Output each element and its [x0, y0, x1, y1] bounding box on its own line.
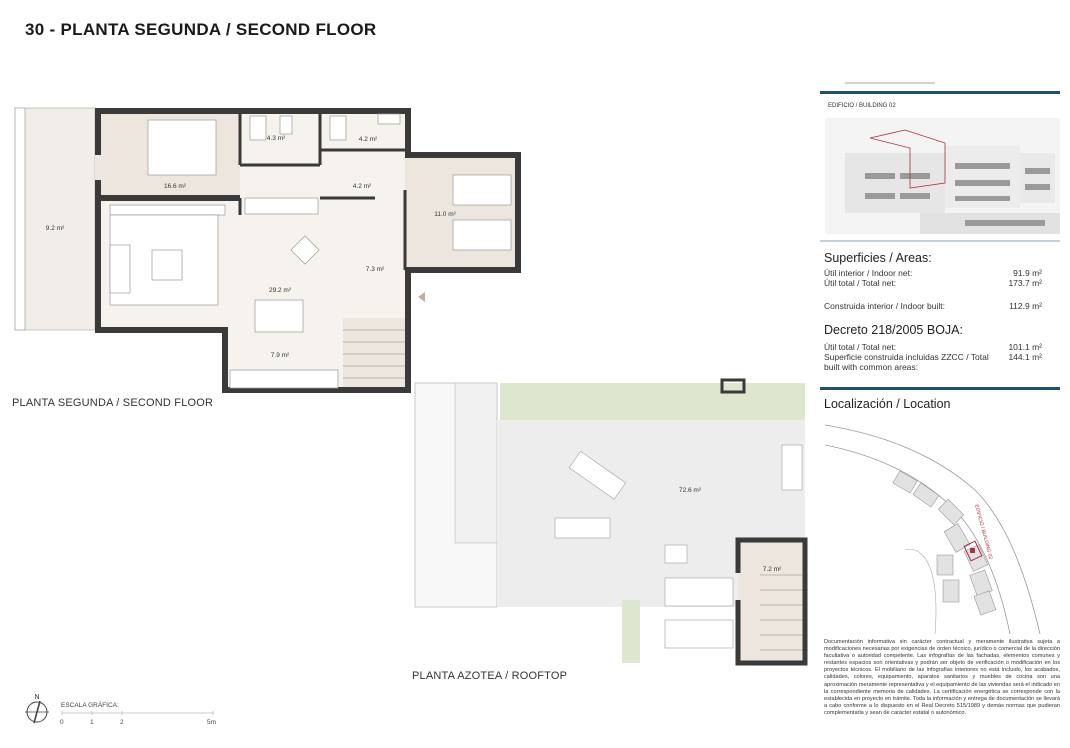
decree-row: Útil total / Total net: 101.1 m² — [824, 342, 1042, 352]
room-area-terrace: 9.2 m² — [46, 225, 65, 232]
areas-title: Superficies / Areas: — [824, 251, 932, 265]
divider — [820, 91, 1060, 94]
decree-value: 144.1 m² — [1008, 352, 1042, 362]
decree-label: Superficie construida incluidas ZZCC / T… — [824, 352, 989, 372]
scale-label: ESCALA GRÁFICA: — [61, 700, 119, 709]
second-floor-plan: 9.2 m² 16.6 m² 4.3 m² 4.2 m² 4.2 m² 11.0… — [14, 107, 521, 393]
entrance-arrow-icon — [418, 292, 425, 302]
terrace-floor — [14, 107, 96, 331]
room-area-bath-1: 4.3 m² — [267, 135, 286, 142]
scale-tick: 1 — [90, 719, 94, 726]
north-label: N — [34, 694, 39, 701]
location-map: EDIFICIO / BUILDING 02 — [825, 420, 1060, 634]
area-value: 112.9 m² — [1009, 301, 1042, 311]
scale-tick: 2 — [120, 719, 124, 726]
area-label: Construida interior / Indoor built: — [824, 301, 945, 311]
room-area-kitchen: 7.9 m² — [271, 352, 290, 359]
area-label: Útil total / Total net: — [824, 278, 897, 288]
room-area-living: 29.2 m² — [269, 287, 292, 294]
room-area-rooftop-terrace: 72.6 m² — [679, 487, 702, 494]
page-title: 30 - PLANTA SEGUNDA / SECOND FLOOR — [25, 20, 377, 39]
area-row: Útil interior / Indoor net: 91.9 m² — [824, 268, 1042, 278]
room-area-bath-2: 4.2 m² — [359, 136, 378, 143]
building-render-image — [825, 118, 1060, 234]
area-row: Útil total / Total net: 173.7 m² — [824, 278, 1042, 288]
scale-bar — [61, 711, 214, 715]
divider — [845, 82, 935, 84]
divider — [820, 240, 1060, 242]
divider — [820, 387, 1060, 390]
area-value: 173.7 m² — [1008, 278, 1042, 288]
decree-label: Útil total / Total net: — [824, 342, 897, 352]
rooftop-plan: 72.6 m² 7.2 m² — [414, 378, 808, 666]
bedroom-2-floor — [405, 157, 518, 270]
rooftop-label: PLANTA AZOTEA / ROOFTOP — [412, 670, 568, 682]
north-compass-icon — [25, 700, 49, 724]
second-floor-label: PLANTA SEGUNDA / SECOND FLOOR — [12, 397, 214, 409]
floor-plans: 9.2 m² 16.6 m² 4.3 m² 4.2 m² 4.2 m² 11.0… — [14, 107, 808, 726]
decree-title: Decreto 218/2005 BOJA: — [824, 323, 963, 337]
room-area-bedroom-2: 11.0 m² — [434, 211, 456, 218]
planter-green — [500, 383, 805, 420]
decree-row: Superficie construida incluidas ZZCC / T… — [824, 352, 1042, 372]
decree-value: 101.1 m² — [1008, 342, 1042, 352]
building-label: EDIFICIO / BUILDING 02 — [828, 103, 896, 109]
room-area-hall: 4.2 m² — [353, 183, 372, 190]
area-value: 91.9 m² — [1013, 268, 1042, 278]
scale-tick: 5m — [207, 719, 216, 726]
room-area-bedroom-main: 16.6 m² — [164, 183, 187, 190]
room-area-entrance: 7.3 m² — [366, 266, 385, 273]
area-label: Útil interior / Indoor net: — [824, 268, 913, 278]
room-area-rooftop-stair: 7.2 m² — [763, 566, 782, 573]
disclaimer-text: Documentación informativa sin carácter c… — [824, 639, 1060, 716]
area-row: Construida interior / Indoor built: 112.9… — [824, 301, 1042, 311]
scale-tick: 0 — [60, 719, 64, 726]
rooftop-stair-floor — [738, 540, 805, 663]
location-title: Localización / Location — [824, 397, 951, 411]
